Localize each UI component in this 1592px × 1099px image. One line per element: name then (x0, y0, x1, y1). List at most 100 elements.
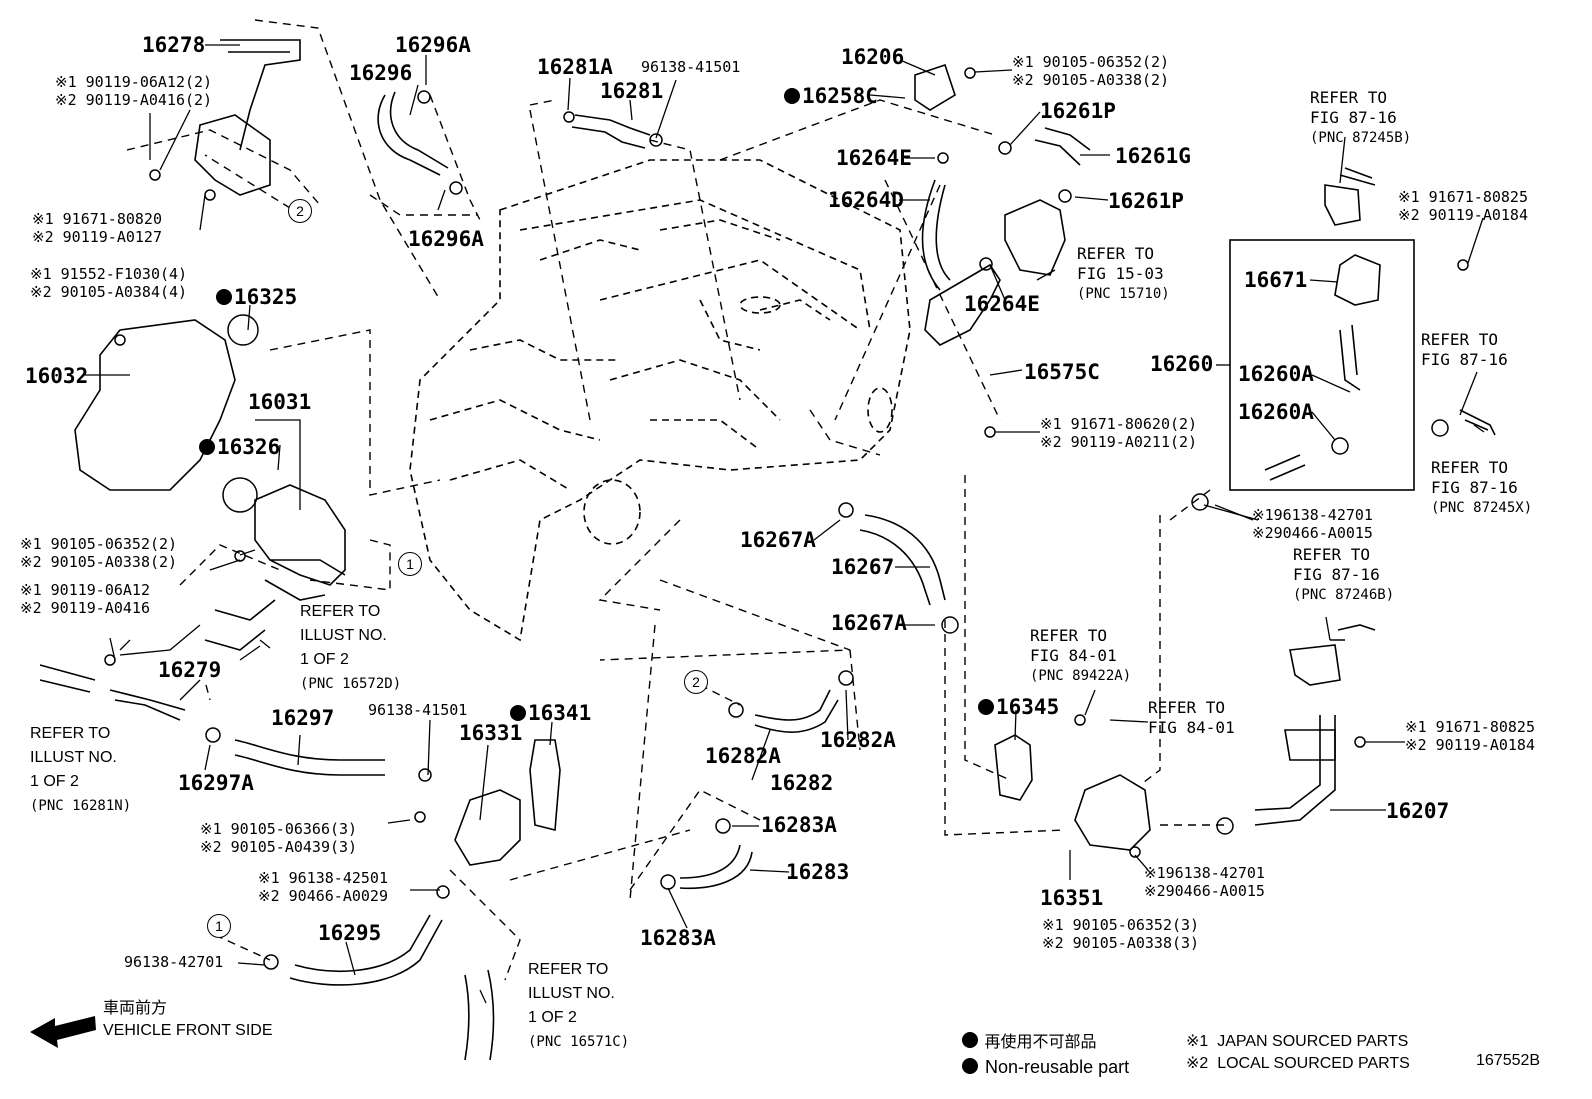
fastener-callout: ※196138-42701※290466-A0015 (1144, 866, 1265, 899)
circle-marker-1: 1 (398, 552, 422, 576)
ref-line: FIG 15-03 (1077, 264, 1164, 283)
callout-line-1: ※1 91671-80620(2) (1040, 415, 1198, 433)
part-label: 16279 (158, 658, 222, 682)
callout-line-2: ※290466-A0015 (1144, 882, 1265, 900)
ref-line: REFER TO (1030, 626, 1108, 645)
ref-line: (PNC 15710) (1077, 286, 1170, 302)
ref-line: 1 OF 2 (30, 773, 79, 790)
fastener-callout: ※1 91671-80820※2 90119-A0127 (32, 212, 162, 245)
callout-line-1: ※1 91552-F1030(4) (30, 265, 188, 283)
ref-line: FIG 87-16 (1310, 108, 1397, 127)
ref-line: FIG 87-16 (1421, 350, 1508, 369)
part-label: 16264E (964, 292, 1040, 316)
legend-nonreusable: 再使用不可部品 Non-reusable part (962, 1031, 1129, 1079)
ref-line: 1 OF 2 (528, 1009, 577, 1026)
ref-line: REFER TO (1293, 545, 1371, 564)
leader-lines (126, 19, 1225, 981)
ref-line: (PNC 87245X) (1431, 500, 1533, 516)
part-label: 16264D (828, 188, 904, 212)
callout-line-1: ※1 90105-06352(3) (1042, 916, 1200, 934)
callout-line-2: ※2 90105-A0338(2) (1012, 71, 1170, 89)
part-label: 16282A (820, 728, 896, 752)
part-label: 96138-42701 (124, 953, 224, 971)
part-label: 16326 (199, 437, 280, 458)
callout-line-2: ※2 90119-A0127 (32, 228, 162, 246)
part-label: 16341 (510, 703, 591, 724)
part-label: 16295 (318, 921, 382, 945)
nonreusable-mark (216, 289, 232, 305)
ref-line: FIG 84-01 (1148, 718, 1235, 737)
refer-to-note: REFER TO FIG 84-01 (1148, 698, 1235, 738)
part-label: 16297A (178, 771, 254, 795)
circle-marker-1: 1 (207, 914, 231, 938)
fastener-callout: ※1 90105-06366(3)※2 90105-A0439(3) (200, 822, 357, 855)
fastener-callout: ※1 91671-80825※2 90119-A0184 (1405, 720, 1535, 753)
ref-line: ILLUST NO. (300, 627, 387, 644)
callout-line-1: ※1 91671-80825 (1405, 718, 1535, 736)
refer-to-note: REFER TO FIG 87-16 (1421, 330, 1508, 370)
nonreusable-mark (784, 88, 800, 104)
diagram-code: 167552B (1476, 1052, 1541, 1069)
callout-line-1: ※1 91671-80825 (1398, 188, 1528, 206)
refer-to-note: REFER TO FIG 15-03 (PNC 15710) (1077, 244, 1170, 304)
circle-marker-2: 2 (288, 199, 312, 223)
part-label: 16296 (349, 61, 413, 85)
ref-line: REFER TO (1431, 458, 1509, 477)
ref-line: REFER TO (300, 603, 381, 620)
legend-japan: JAPAN SOURCED PARTS (1217, 1033, 1409, 1050)
fastener-callout: ※1 90119-06A12※2 90119-A0416 (20, 583, 150, 616)
callout-line-1: ※1 90119-06A12 (20, 581, 150, 599)
part-label: 16260A (1238, 400, 1314, 424)
direction-en: VEHICLE FRONT SIDE (103, 1022, 273, 1039)
part-label: 16207 (1386, 799, 1450, 823)
legend-en: Non-reusable part (985, 1057, 1130, 1077)
fastener-callout: ※1 91671-80620(2)※2 90119-A0211(2) (1040, 417, 1197, 450)
part-label-text: 16345 (996, 695, 1060, 719)
part-label: 16575C (1024, 360, 1100, 384)
ref-line: FIG 87-16 (1431, 478, 1518, 497)
part-label-text: 16325 (234, 285, 298, 309)
refer-to-note: REFER TO FIG 84-01 (PNC 89422A) (1030, 626, 1131, 686)
part-label: 16282 (770, 771, 834, 795)
part-label: 16331 (459, 721, 523, 745)
legend-local: LOCAL SOURCED PARTS (1217, 1055, 1410, 1072)
part-label-text: 16326 (217, 435, 281, 459)
ref-line: FIG 87-16 (1293, 565, 1380, 584)
callout-line-2: ※2 90105-A0338(3) (1042, 934, 1200, 952)
part-label: 16345 (978, 697, 1059, 718)
callout-line-2: ※2 90119-A0184 (1405, 736, 1535, 754)
callout-line-1: ※196138-42701 (1252, 506, 1373, 524)
part-label: 16297 (271, 706, 335, 730)
refer-to-note: REFER TO ILLUST NO. 1 OF 2 (PNC 16571C) (528, 958, 629, 1054)
callout-line-1: ※1 90105-06352(2) (20, 535, 178, 553)
part-label: 16267A (740, 528, 816, 552)
ref-line: ILLUST NO. (528, 985, 615, 1002)
ref-line: (PNC 89422A) (1030, 668, 1132, 684)
part-label: 16283 (786, 860, 850, 884)
ref-line: REFER TO (30, 725, 111, 742)
part-label: 16325 (216, 287, 297, 308)
part-label-text: 16341 (528, 701, 592, 725)
fastener-callout: ※1 90105-06352(2)※2 90105-A0338(2) (1012, 55, 1169, 88)
part-label: 16264E (836, 146, 912, 170)
part-label: 16031 (248, 390, 312, 414)
callout-line-1: ※1 90119-06A12(2) (55, 73, 213, 91)
fastener-callout: ※1 90105-06352(3)※2 90105-A0338(3) (1042, 918, 1199, 951)
callout-line-2: ※2 90105-A0384(4) (30, 283, 188, 301)
ref-line: FIG 84-01 (1030, 646, 1117, 665)
nonreusable-mark (199, 439, 215, 455)
hoses (39, 39, 1496, 1061)
part-label: 16281 (600, 79, 664, 103)
ref-line: (PNC 87245B) (1310, 130, 1412, 146)
callout-line-2: ※290466-A0015 (1252, 524, 1373, 542)
refer-to-note: REFER TO ILLUST NO. 1 OF 2 (PNC 16572D) (300, 600, 401, 696)
callout-line-2: ※2 90105-A0338(2) (20, 553, 178, 571)
fastener-callout: ※1 91671-80825※2 90119-A0184 (1398, 190, 1528, 223)
part-label: 96138-41501 (368, 701, 468, 719)
ref-line: REFER TO (1148, 698, 1226, 717)
callout-line-2: ※2 90105-A0439(3) (200, 838, 358, 856)
legend-mark: ※2 (1186, 1055, 1209, 1072)
part-label: 96138-41501 (641, 58, 741, 76)
